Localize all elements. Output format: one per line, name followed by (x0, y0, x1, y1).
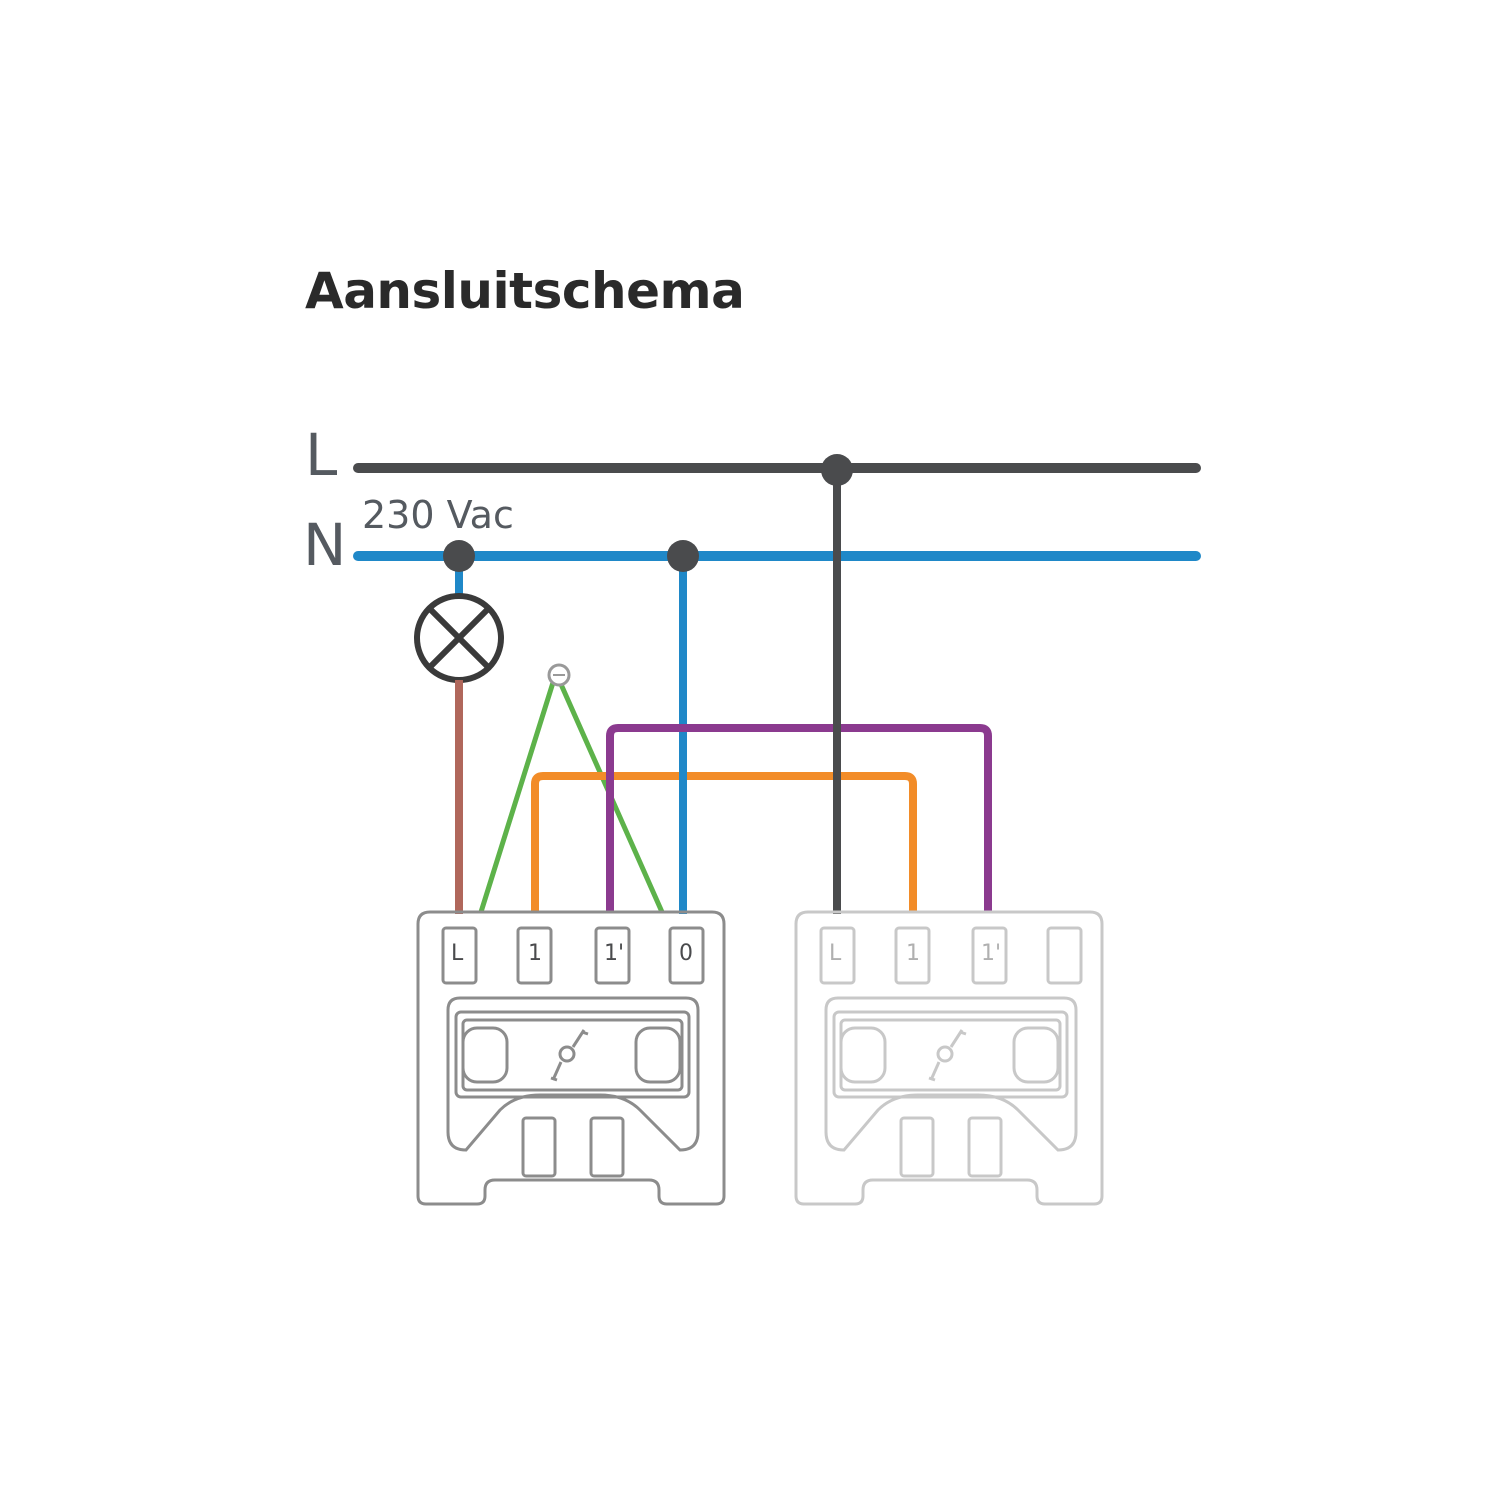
junction-dot (667, 540, 699, 572)
switch-2 (794, 910, 1104, 1206)
switch-1-terminal-slot (516, 926, 553, 985)
switch-1-terminal-slot (668, 926, 705, 985)
switch-1-terminal-label: L (451, 941, 464, 966)
changeover-switch-icon (550, 1029, 589, 1082)
switch-1-terminal-slot (441, 926, 478, 985)
earth-connector-icon (547, 663, 571, 687)
switch-2-terminal-slot (894, 926, 931, 985)
junction-dot (821, 454, 853, 486)
switch-1-terminal-labels: L 1 1' 0 (451, 941, 693, 966)
switch-1 (416, 910, 726, 1206)
junction-dot (443, 540, 475, 572)
lamp-icon (414, 593, 504, 683)
switch-1-terminal-label: 1' (604, 941, 624, 966)
traveller-wire-2 (606, 724, 992, 912)
switch-1-terminal-label: 0 (679, 941, 693, 966)
voltage-label: 230 Vac (362, 493, 514, 537)
switch-2-terminal-slot (1046, 926, 1083, 985)
switch-2-terminal-label: L (829, 941, 842, 966)
switch-2-terminal-label: 1' (981, 941, 1001, 966)
line-rail-label: L (305, 421, 337, 489)
switch-2-terminal-slot (971, 926, 1008, 985)
changeover-switch-icon (928, 1029, 967, 1082)
neutral-rail-label: N (303, 511, 346, 579)
switch-2-terminal-label: 1 (906, 941, 920, 966)
traveller-wire-1 (531, 772, 917, 912)
switch-1-terminal-label: 1 (528, 941, 542, 966)
earth-wire (478, 670, 665, 914)
switch-2-terminal-labels: L 1 1' (829, 941, 1001, 966)
diagram-title: Aansluitschema (305, 262, 745, 320)
switch-2-terminal-slot (819, 926, 856, 985)
switch-1-terminal-slot (594, 926, 631, 985)
